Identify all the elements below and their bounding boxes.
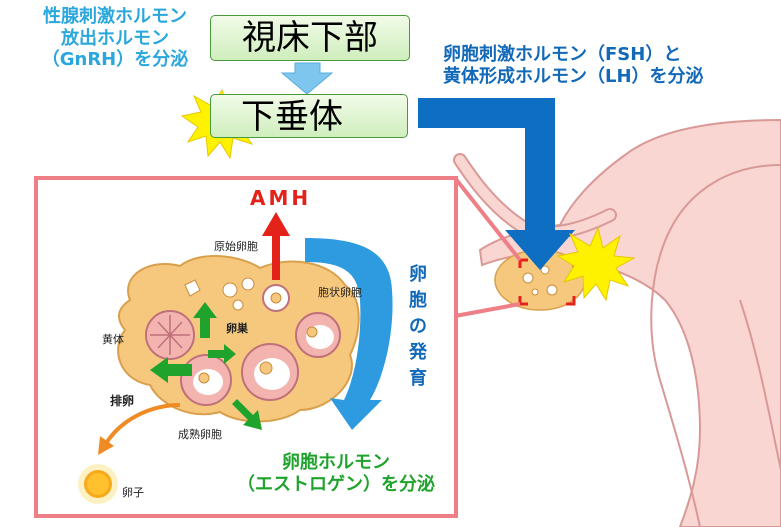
hypothalamus-box: 視床下部 (210, 15, 410, 61)
inset-connector (453, 176, 522, 318)
ovary-illustration (117, 255, 360, 423)
ovulation-label: 排卵 (110, 394, 135, 408)
development-char-3: の (409, 316, 427, 337)
primordial-follicle-label: 原始卵胞 (214, 240, 258, 253)
small-ovary (494, 249, 586, 311)
hypothalamus-to-pituitary-arrow (280, 62, 334, 95)
ovary-body (117, 255, 360, 423)
gnrh-line1: 性腺刺激ホルモン (43, 6, 187, 27)
estrogen-line2: （エストロゲン）を分泌 (237, 473, 435, 495)
gnrh-line2: 放出ホルモン (61, 27, 169, 49)
ovulation-arrow (103, 403, 181, 447)
uterus-inner (650, 164, 781, 527)
egg (78, 464, 118, 504)
mature-follicle-label: 成熟卵胞 (178, 428, 222, 441)
green-arrow-up (193, 302, 217, 338)
fsh-lh-label: 卵胞刺激ホルモン（FSH）と 黄体形成ホルモン（LH）を分泌 (443, 44, 704, 87)
uterus-illustration (453, 118, 781, 527)
development-arrow (305, 238, 393, 430)
corpus-luteum-label: 黄体 (102, 333, 124, 346)
follicle-development-label: 卵 胞 の 発 育 (406, 262, 430, 392)
development-char-2: 胞 (409, 290, 427, 311)
green-arrows (150, 302, 262, 430)
estrogen-line1: 卵胞ホルモン (282, 452, 390, 473)
fsh-line2: 黄体形成ホルモン（LH）を分泌 (443, 65, 704, 87)
ovary-burst (556, 226, 636, 302)
development-char-1: 卵 (409, 264, 427, 285)
amh-label: AMH (250, 186, 312, 210)
green-arrow-inner (208, 344, 236, 364)
fsh-lh-arrow (418, 98, 575, 270)
egg-label: 卵子 (122, 486, 144, 499)
ovary-label: 卵巣 (226, 322, 248, 335)
cervix-line (739, 299, 781, 471)
estrogen-label: 卵胞ホルモン （エストロゲン）を分泌 (218, 452, 454, 495)
gnrh-line3: （GnRH）を分泌 (41, 49, 189, 71)
green-arrow-left (150, 357, 192, 383)
fallopian-tube-fill (455, 155, 615, 238)
pituitary-box: 下垂体 (210, 94, 408, 138)
amh-arrow (262, 212, 290, 280)
antral-follicle-label: 胞状卵胞 (318, 286, 362, 299)
development-char-5: 育 (409, 368, 427, 389)
development-char-4: 発 (409, 342, 427, 363)
gnrh-label: 性腺刺激ホルモン 放出ホルモン （GnRH）を分泌 (20, 6, 210, 71)
fsh-line1: 卵胞刺激ホルモン（FSH）と (443, 44, 682, 65)
green-arrow-down-right (232, 399, 262, 430)
